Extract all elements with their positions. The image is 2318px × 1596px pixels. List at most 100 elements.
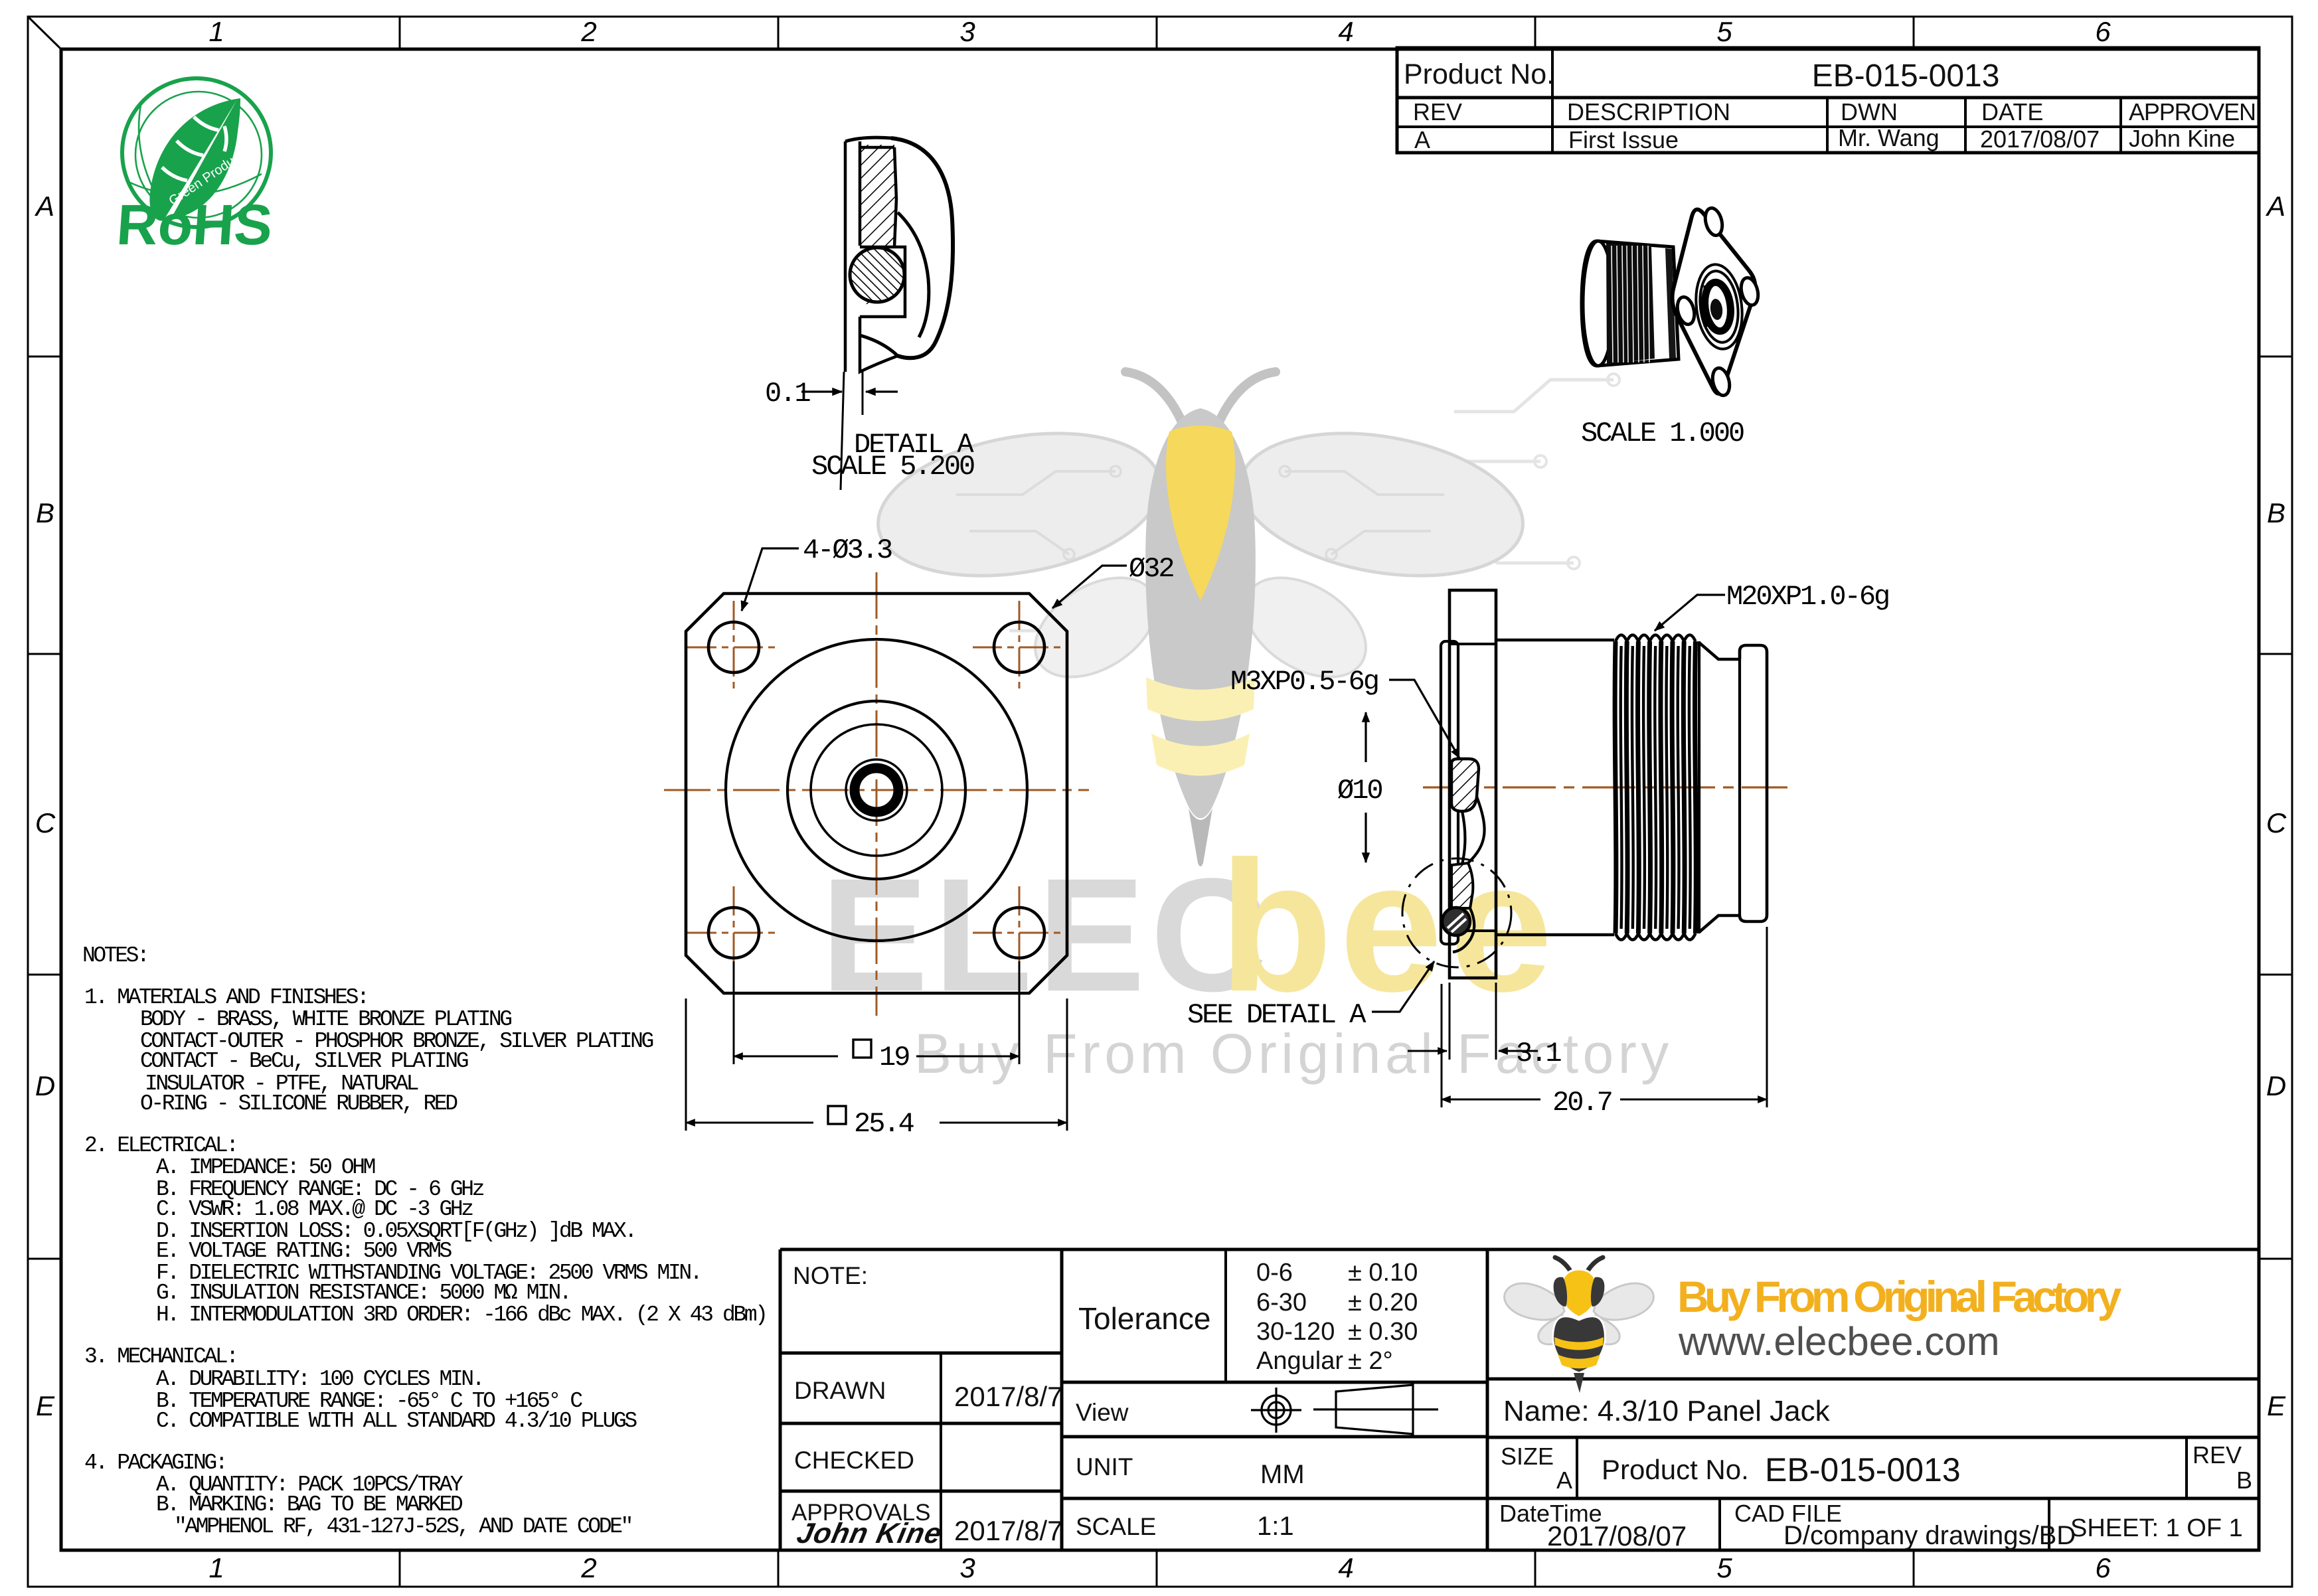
svg-text:First Issue: First Issue	[1568, 126, 1679, 153]
svg-text:3.1: 3.1	[1516, 1038, 1561, 1070]
svg-text:2017/08/07: 2017/08/07	[1980, 125, 2100, 153]
svg-text:B: B	[2267, 497, 2285, 528]
svg-text:± 2°: ± 2°	[1348, 1347, 1393, 1375]
svg-text:Ø10: Ø10	[1337, 775, 1382, 807]
svg-text:A: A	[1556, 1467, 1572, 1494]
svg-text:D: D	[35, 1070, 55, 1101]
svg-text:D. INSERTION LOSS: 0.05XSQRT[F: D. INSERTION LOSS: 0.05XSQRT[F(GHz) ]dB …	[156, 1219, 635, 1243]
svg-text:G. INSULATION RESISTANCE: 5000: G. INSULATION RESISTANCE: 5000 MΩ MIN.	[156, 1281, 570, 1305]
svg-text:DETAIL A: DETAIL A	[854, 429, 974, 461]
svg-text:REV: REV	[1413, 98, 1462, 125]
svg-text:APPROVEN: APPROVEN	[2129, 98, 2256, 125]
svg-text:1: 1	[208, 16, 224, 47]
svg-text:Buy From Original Factory: Buy From Original Factory	[914, 1022, 1673, 1085]
svg-text:2: 2	[580, 16, 596, 47]
svg-text:DESCRIPTION: DESCRIPTION	[1567, 98, 1730, 125]
svg-text:1. MATERIALS AND FINISHES:: 1. MATERIALS AND FINISHES:	[84, 985, 367, 1010]
svg-text:E. VOLTAGE RATING: 500 VRMS: E. VOLTAGE RATING: 500 VRMS	[156, 1239, 452, 1263]
svg-text:CAD FILE: CAD FILE	[1734, 1500, 1842, 1527]
svg-text:B. FREQUENCY RANGE: DC - 6 GH: B. FREQUENCY RANGE: DC - 6 GHz	[156, 1177, 484, 1202]
svg-text:SCALE 5.200: SCALE 5.200	[811, 451, 974, 483]
svg-text:D: D	[2266, 1070, 2286, 1101]
svg-text:B. TEMPERATURE RANGE: -65° C: B. TEMPERATURE RANGE: -65° C TO +165° C	[156, 1389, 582, 1413]
svg-text:John Kine: John Kine	[2129, 125, 2235, 152]
svg-text:RoHS: RoHS	[115, 193, 275, 257]
svg-text:A: A	[34, 191, 54, 222]
svg-text:SHEET: 1 OF 1: SHEET: 1 OF 1	[2070, 1514, 2243, 1542]
svg-text:SIZE: SIZE	[1501, 1443, 1554, 1470]
svg-text:25.4: 25.4	[854, 1108, 914, 1140]
svg-text:Product No.: Product No.	[1602, 1454, 1749, 1485]
svg-text:1:1: 1:1	[1257, 1512, 1294, 1541]
svg-text:B: B	[36, 497, 54, 528]
svg-text:Buy From Original Factory: Buy From Original Factory	[1677, 1272, 2122, 1321]
svg-text:CONTACT-OUTER - PHOSPHOR BRONZ: CONTACT-OUTER - PHOSPHOR BRONZE, SILVER …	[140, 1029, 653, 1054]
svg-text:Product No.: Product No.	[1404, 58, 1554, 90]
svg-text:2017/08/07: 2017/08/07	[1547, 1520, 1687, 1552]
svg-text:BODY - BRASS, WHITE BRONZE PLA: BODY - BRASS, WHITE BRONZE PLATING	[140, 1007, 511, 1032]
svg-text:30-120: 30-120	[1256, 1318, 1335, 1346]
svg-text:3: 3	[959, 16, 975, 47]
svg-text:M20XP1.0-6g: M20XP1.0-6g	[1726, 581, 1888, 613]
svg-text:A. IMPEDANCE: 50 OHM: A. IMPEDANCE: 50 OHM	[156, 1155, 375, 1180]
svg-text:DRAWN: DRAWN	[794, 1377, 886, 1404]
svg-text:INSULATOR - PTFE, NATURAL: INSULATOR - PTFE, NATURAL	[145, 1072, 418, 1096]
svg-text:NOTE:: NOTE:	[793, 1262, 868, 1289]
svg-text:B: B	[2236, 1467, 2252, 1494]
svg-text:REV: REV	[2193, 1441, 2242, 1469]
svg-text:View: View	[1076, 1399, 1129, 1426]
svg-text:DATE: DATE	[1981, 98, 2043, 125]
svg-text:0-6: 0-6	[1256, 1259, 1293, 1287]
svg-text:A: A	[2265, 191, 2285, 222]
svg-text:0.1: 0.1	[765, 378, 810, 410]
svg-text:www.elecbee.com: www.elecbee.com	[1678, 1319, 2000, 1364]
svg-text:± 0.20: ± 0.20	[1348, 1289, 1418, 1317]
svg-text:2. ELECTRICAL:: 2. ELECTRICAL:	[84, 1133, 237, 1158]
svg-text:"AMPHENOL RF, 431-127J-52S, AN: "AMPHENOL RF, 431-127J-52S, AND DATE COD…	[174, 1514, 631, 1539]
svg-text:O-RING - SILICONE RUBBER, RED: O-RING - SILICONE RUBBER, RED	[140, 1091, 457, 1116]
svg-text:3. MECHANICAL:: 3. MECHANICAL:	[84, 1344, 237, 1369]
svg-text:6: 6	[2095, 16, 2111, 47]
svg-text:SCALE 1.000: SCALE 1.000	[1581, 418, 1744, 449]
svg-text:M3XP0.5-6g: M3XP0.5-6g	[1230, 666, 1378, 698]
svg-text:D/company drawings/BD: D/company drawings/BD	[1783, 1521, 2076, 1550]
svg-text:19: 19	[879, 1042, 909, 1074]
svg-text:SEE DETAIL A: SEE DETAIL A	[1187, 999, 1366, 1031]
svg-text:CHECKED: CHECKED	[794, 1447, 914, 1474]
svg-text:A. DURABILITY: 100 CYCLES MIN: A. DURABILITY: 100 CYCLES MIN.	[156, 1367, 483, 1392]
svg-text:UNIT: UNIT	[1076, 1453, 1133, 1480]
svg-text:NOTES:: NOTES:	[82, 943, 147, 968]
svg-text:2: 2	[580, 1552, 596, 1583]
svg-text:ELEC: ELEC	[821, 845, 1272, 1025]
svg-text:4. PACKAGING:: 4. PACKAGING:	[84, 1451, 226, 1475]
svg-text:C. VSWR: 1.08 MAX.@ DC -3 GHz: C. VSWR: 1.08 MAX.@ DC -3 GHz	[156, 1197, 473, 1222]
svg-text:20.7: 20.7	[1552, 1087, 1612, 1119]
svg-text:Ø32: Ø32	[1129, 553, 1173, 585]
svg-text:5: 5	[1716, 1552, 1732, 1583]
svg-text:± 0.30: ± 0.30	[1348, 1318, 1418, 1346]
svg-text:± 0.10: ± 0.10	[1348, 1259, 1418, 1287]
svg-text:MM: MM	[1260, 1460, 1305, 1489]
svg-text:SCALE: SCALE	[1076, 1513, 1156, 1540]
svg-text:6: 6	[2095, 1552, 2111, 1583]
svg-text:3: 3	[959, 1552, 975, 1583]
svg-text:Angular: Angular	[1256, 1347, 1343, 1375]
svg-text:EB-015-0013: EB-015-0013	[1765, 1451, 1961, 1488]
svg-text:C. COMPATIBLE WITH ALL STANDAR: C. COMPATIBLE WITH ALL STANDARD 4.3/10 P…	[156, 1409, 637, 1433]
svg-text:C: C	[2266, 807, 2287, 838]
svg-text:C: C	[35, 807, 56, 838]
svg-text:F. DIELECTRIC WITHSTANDING VOL: F. DIELECTRIC WITHSTANDING VOLTAGE: 2500…	[156, 1261, 701, 1285]
svg-text:4: 4	[1338, 1552, 1353, 1583]
svg-text:Mr. Wang: Mr. Wang	[1838, 124, 1940, 151]
svg-text:CONTACT - BeCu, SILVER PLATING: CONTACT - BeCu, SILVER PLATING	[140, 1049, 468, 1074]
svg-text:A. QUANTITY: PACK 10PCS/TRAY: A. QUANTITY: PACK 10PCS/TRAY	[156, 1473, 463, 1497]
svg-text:John Kine: John Kine	[794, 1518, 945, 1549]
svg-text:4-Ø3.3: 4-Ø3.3	[803, 534, 892, 566]
svg-text:6-30: 6-30	[1256, 1289, 1307, 1317]
svg-text:2017/8/7: 2017/8/7	[954, 1381, 1063, 1412]
svg-text:E: E	[36, 1390, 55, 1421]
svg-text:H. INTERMODULATION 3RD ORDER:: H. INTERMODULATION 3RD ORDER: -166 dBc M…	[156, 1303, 766, 1327]
svg-text:1: 1	[208, 1552, 224, 1583]
svg-text:B. MARKING: BAG TO BE MARKED: B. MARKING: BAG TO BE MARKED	[156, 1492, 463, 1517]
svg-text:4: 4	[1338, 16, 1353, 47]
